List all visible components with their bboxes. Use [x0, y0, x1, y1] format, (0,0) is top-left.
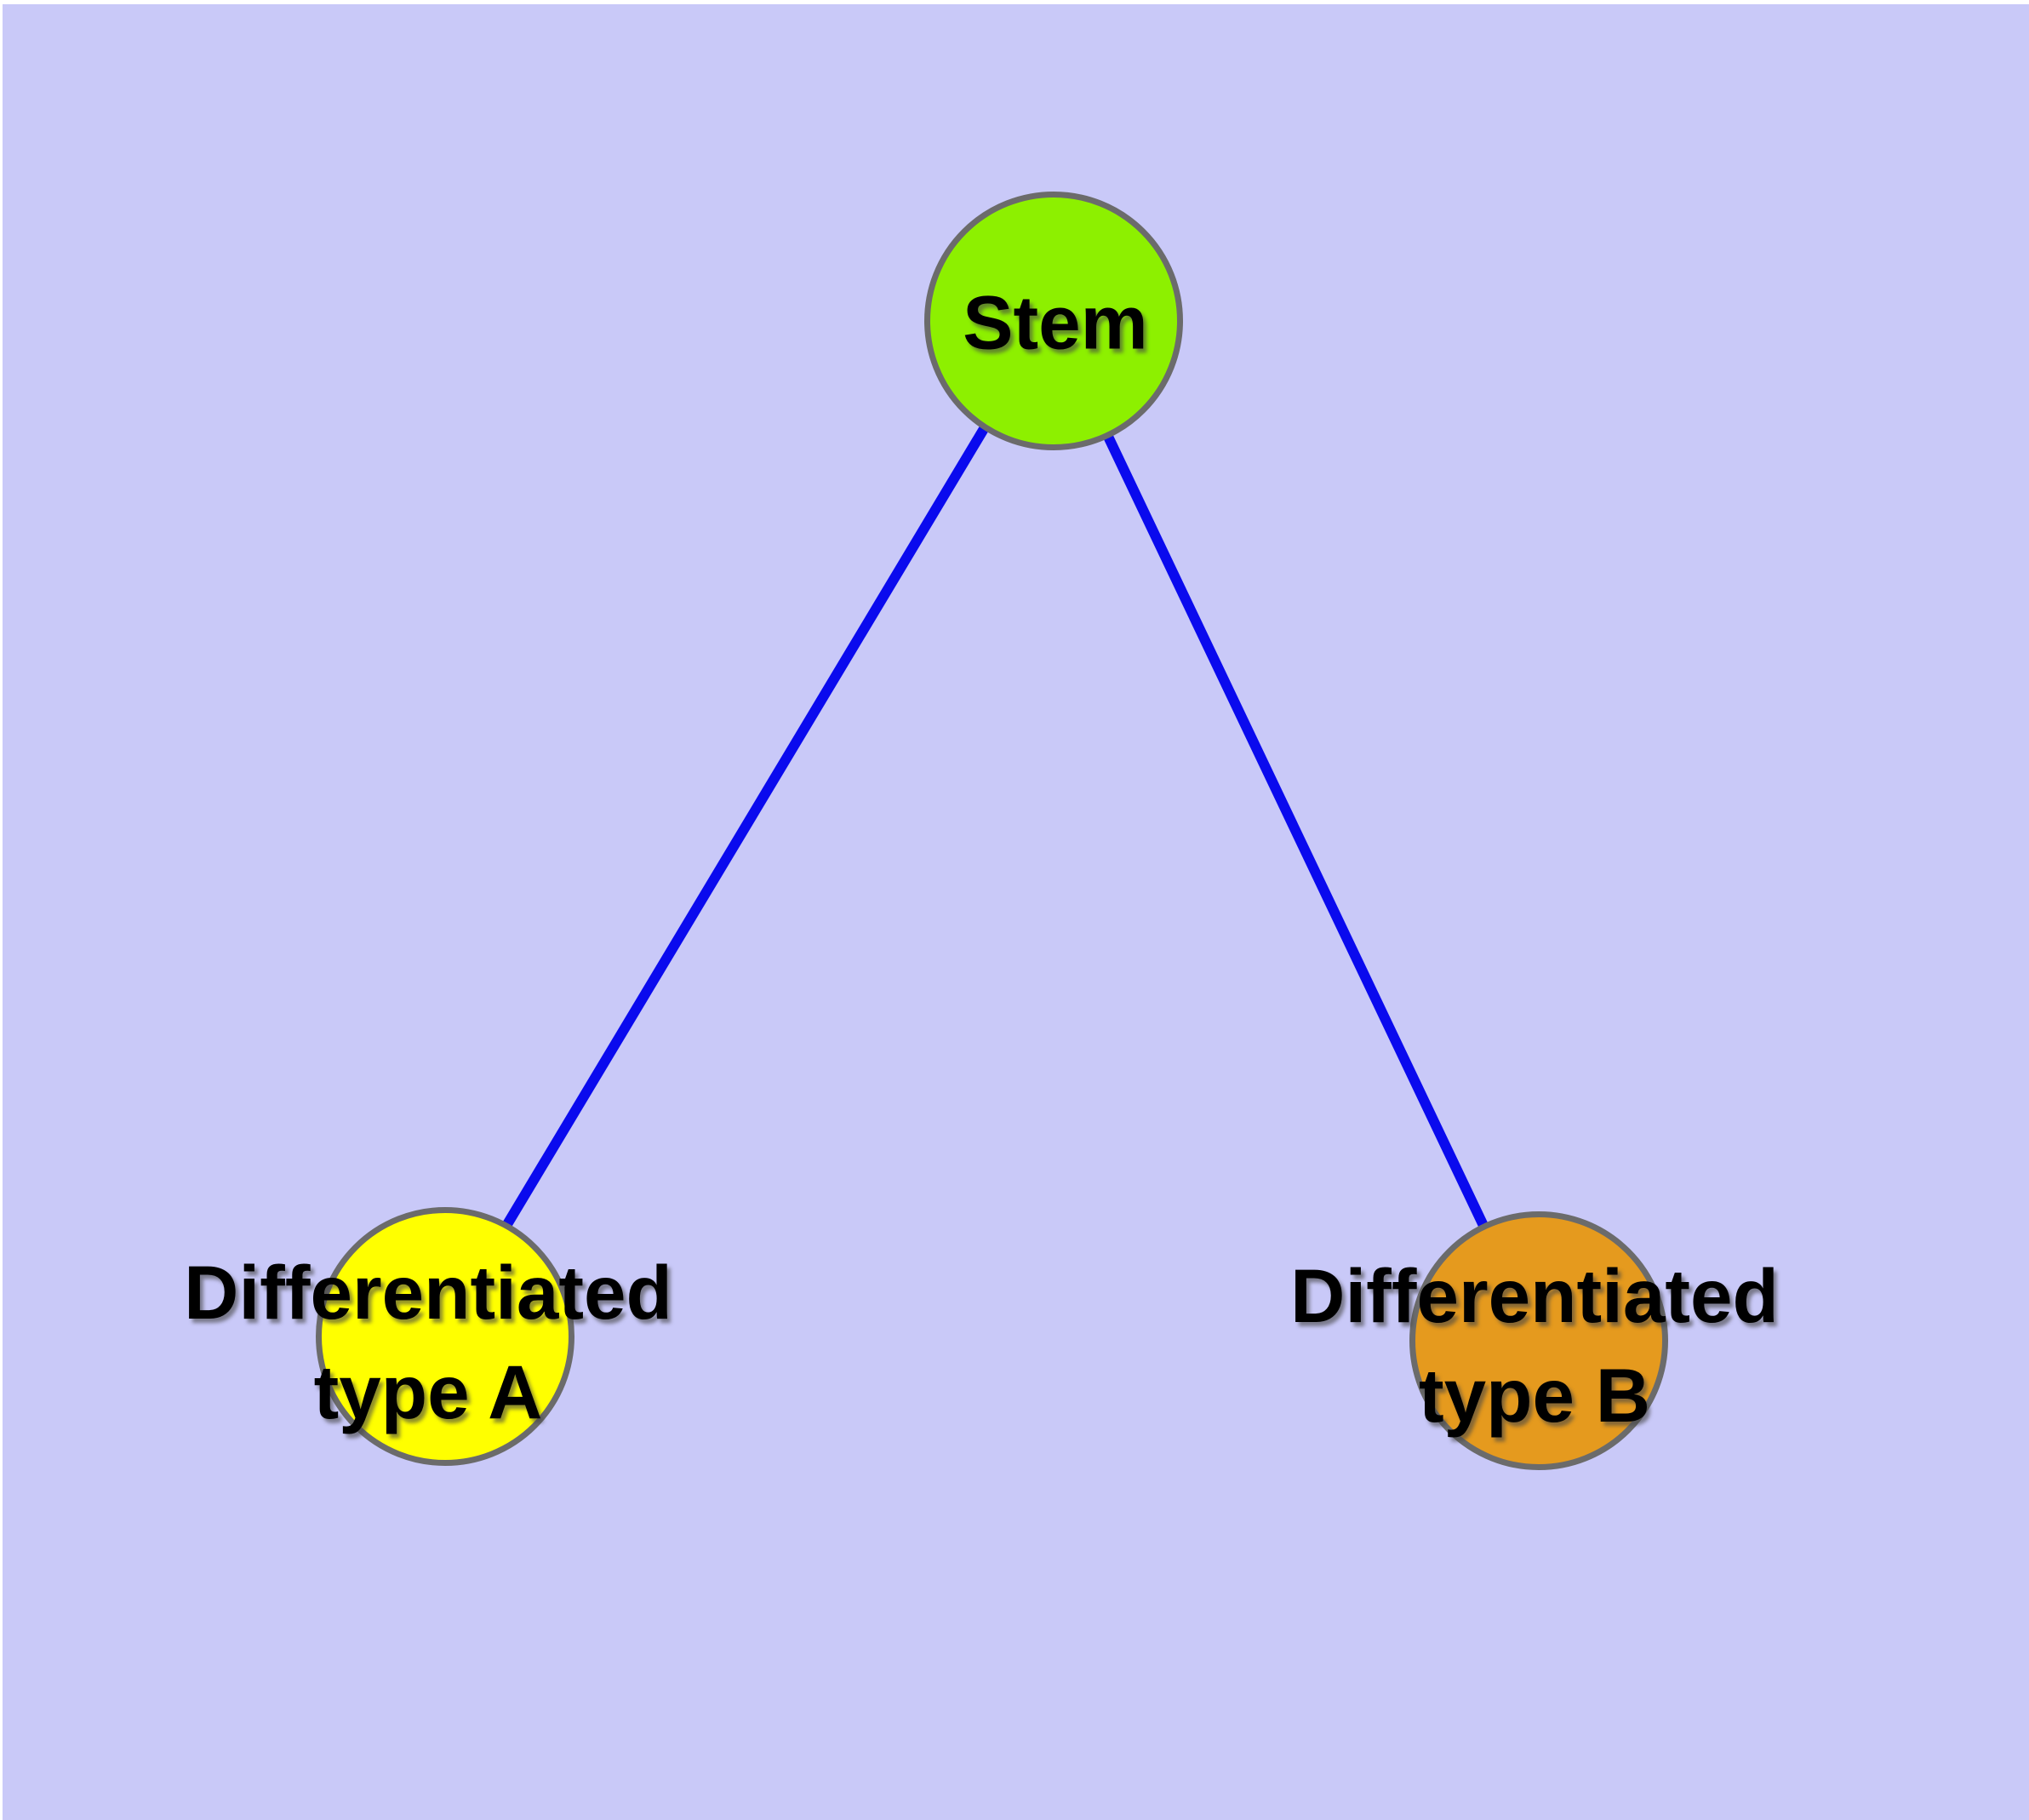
node-stem-label-line: Stem	[963, 279, 1148, 365]
diagram-canvas: Stem Differentiated type A Differentiate…	[3, 4, 2029, 1820]
node-differentiated-type-b	[1409, 1211, 1668, 1470]
node-differentiated-type-a	[316, 1207, 574, 1466]
node-type-b-label-line-2: type B	[1418, 1353, 1650, 1438]
node-type-a-label-line-1: Differentiated	[184, 1250, 672, 1335]
edge-layer	[437, 313, 1541, 1339]
node-stem-label: Stem	[963, 273, 1148, 373]
node-differentiated-type-a-label: Differentiated type A	[184, 1243, 672, 1442]
edge-stem-to-type-b	[1046, 314, 1541, 1339]
node-type-b-label-line-1: Differentiated	[1290, 1253, 1779, 1338]
node-stem	[924, 192, 1183, 450]
edge-stem-to-type-a	[437, 313, 1056, 1336]
node-differentiated-type-b-label: Differentiated type B	[1290, 1246, 1779, 1445]
node-type-a-label-line-2: type A	[313, 1349, 543, 1434]
